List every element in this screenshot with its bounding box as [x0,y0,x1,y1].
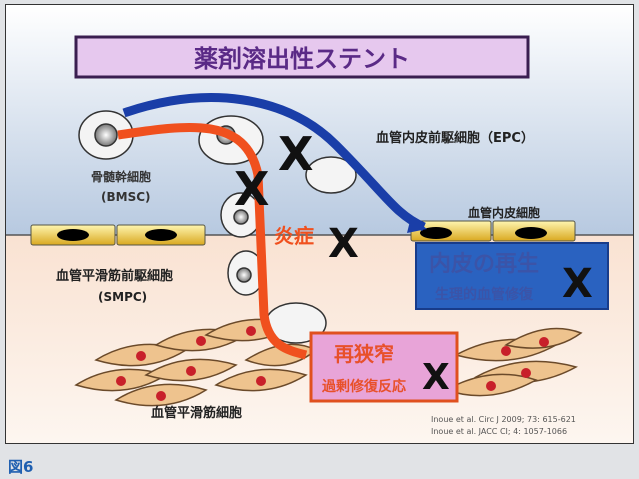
figure-caption: 図6 [8,458,34,476]
restenosis-subtitle: 過剰修復反応 [321,378,406,395]
bmsc-label: 骨髄幹細胞 [91,169,151,184]
endothelial-cells [30,220,576,246]
arrow-head-icon [407,217,427,233]
bmsc-abbr: (BMSC) [101,190,151,204]
x-mark: X [422,357,450,398]
regeneration-subtitle: 生理的血管修復 [435,286,534,303]
citation-1: Inoue et al. Circ J 2009; 73: 615-621 [431,415,576,424]
regeneration-title: 内皮の再生 [429,251,539,277]
smpc-label: 血管平滑筋前駆細胞 [56,268,173,284]
smpc-abbr: (SMPC) [98,290,147,304]
x-mark: X [278,127,313,181]
citation-2: Inoue et al. JACC CI; 4: 1057-1066 [431,427,567,436]
stent-diagram: 薬剤溶出性ステント 血管内皮前駆細胞（EPC） 骨髄幹細胞 (BMSC) 血管内… [6,5,633,443]
inflammation-label: 炎症 [274,224,314,248]
bmsc-migration-path [117,122,308,360]
restenosis-title: 再狭窄 [334,342,394,366]
x-mark: X [562,261,593,307]
title-box [74,35,530,79]
regeneration-box [415,242,609,310]
smc-label: 血管平滑筋細胞 [151,405,242,421]
epc-label: 血管内皮前駆細胞（EPC） [376,130,534,146]
title-text: 薬剤溶出性ステント [194,45,410,73]
block-marks: X X X X X [234,127,593,398]
endothelial-label: 血管内皮細胞 [468,205,540,220]
restenosis-box [309,331,459,403]
epc-migration-path [122,93,426,232]
diagram-frame: 薬剤溶出性ステント 血管内皮前駆細胞（EPC） 骨髄幹細胞 (BMSC) 血管内… [5,4,634,444]
progenitor-cells [78,110,357,344]
smooth-muscle-nuclei [116,326,549,401]
x-mark: X [328,221,359,267]
x-mark: X [234,162,269,216]
